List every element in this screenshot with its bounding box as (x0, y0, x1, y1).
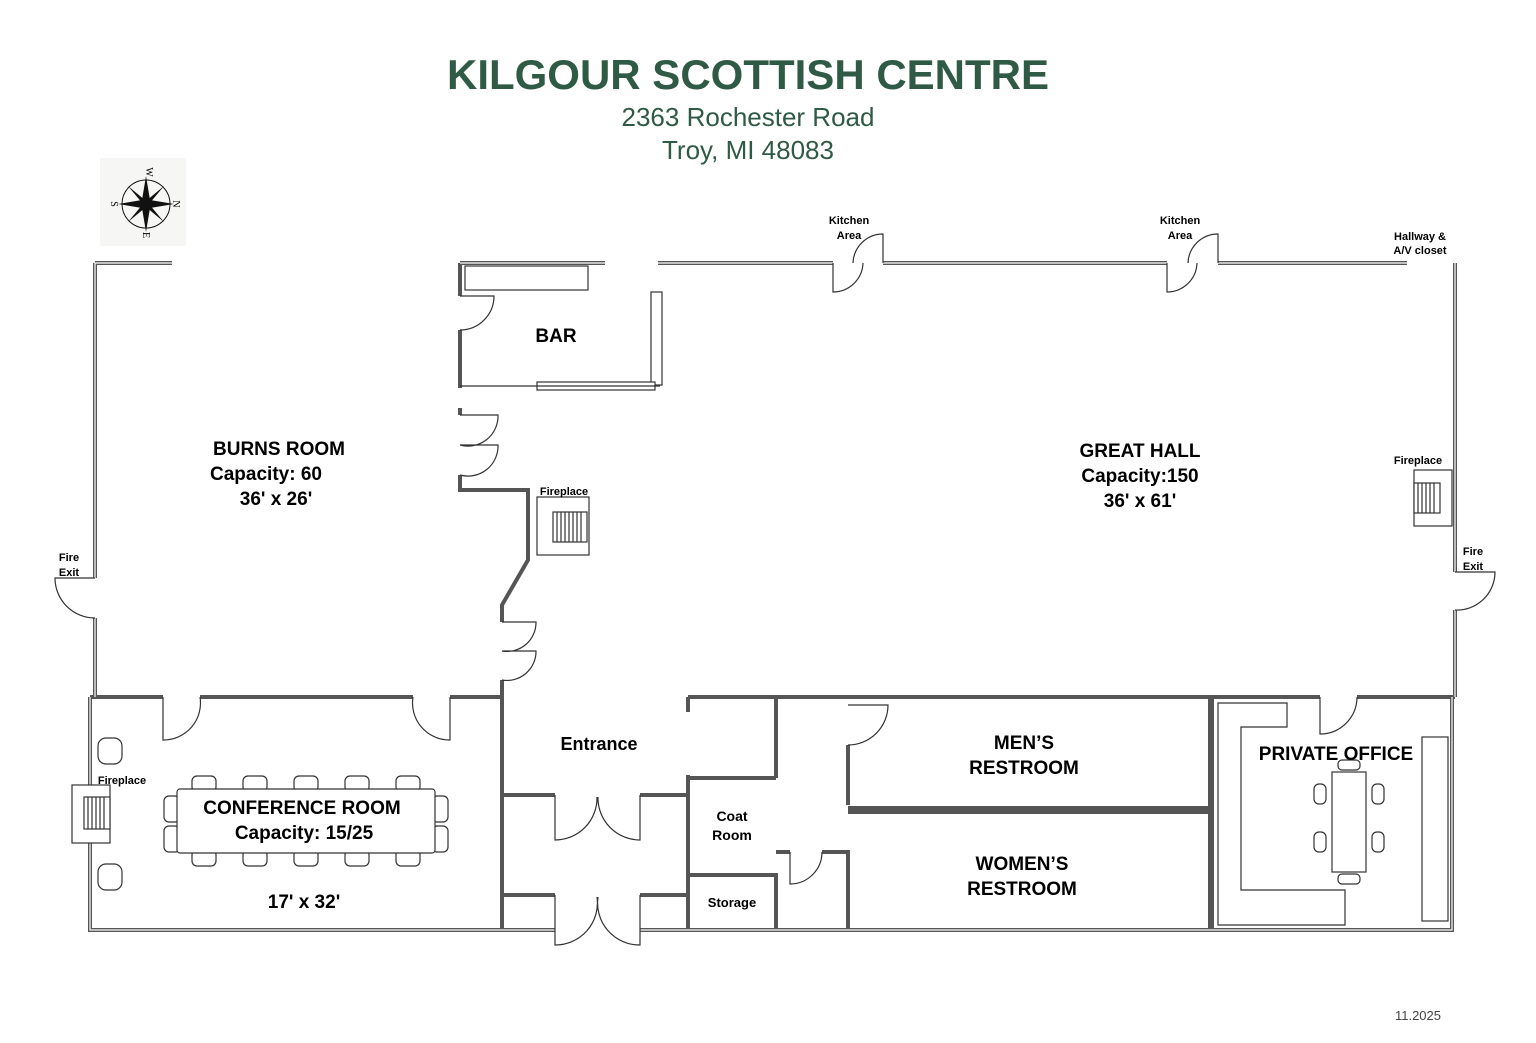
great-hall-label: GREAT HALL (1079, 441, 1200, 462)
great-hall-size: 36' x 61' (1104, 491, 1176, 512)
walls (88, 261, 1457, 932)
private-office-label: PRIVATE OFFICE (1259, 744, 1413, 765)
storage-label: Storage (708, 895, 756, 910)
hallway-label-1: Hallway & (1394, 231, 1446, 243)
doors (54, 233, 1496, 946)
fire-exit-right-label-2: Exit (1463, 561, 1484, 573)
fireplace-right-icon (1413, 469, 1453, 527)
address-line-2: Troy, MI 48083 (662, 135, 834, 165)
fire-exit-right-label-1: Fire (1463, 546, 1483, 558)
kitchen-area-1-label-1: Kitchen (829, 215, 870, 227)
office-furniture (1217, 702, 1449, 926)
compass-rose-icon: W N S E (100, 158, 186, 246)
fireplace-conference-icon (71, 784, 111, 844)
conference-table (97, 737, 449, 891)
revision-date: 11.2025 (1395, 1008, 1441, 1023)
coat-room-label-2: Room (712, 827, 752, 843)
mens-restroom-label-2: RESTROOM (969, 758, 1079, 779)
mens-restroom-label-1: MEN’S (994, 733, 1054, 754)
conference-room-size: 17' x 32' (268, 892, 340, 913)
great-hall-capacity: Capacity:150 (1081, 466, 1198, 487)
conference-room-capacity: Capacity: 15/25 (235, 823, 374, 844)
coat-room-label-1: Coat (716, 808, 747, 824)
fireplace-center-icon (536, 496, 590, 556)
burns-room-capacity: Capacity: 60 (210, 464, 322, 485)
burns-room-size: 36' x 26' (240, 489, 312, 510)
kitchen-area-2-label-1: Kitchen (1160, 215, 1201, 227)
fireplace-right-label: Fireplace (1394, 455, 1442, 467)
womens-restroom-label-1: WOMEN’S (976, 854, 1069, 875)
fireplace-center-label: Fireplace (540, 486, 588, 498)
kitchen-area-2-label-2: Area (1168, 230, 1193, 242)
compass-e: E (140, 232, 151, 238)
compass-s: S (108, 201, 119, 207)
bar-label: BAR (535, 326, 576, 347)
kitchen-area-1-label-2: Area (837, 230, 862, 242)
compass-w: W (143, 167, 154, 177)
fire-exit-left-label-2: Exit (59, 567, 80, 579)
hallway-label-2: A/V closet (1393, 245, 1447, 257)
address-line-1: 2363 Rochester Road (622, 102, 875, 132)
entrance-label: Entrance (560, 734, 637, 754)
womens-restroom-label-2: RESTROOM (967, 879, 1077, 900)
bar-counter (460, 265, 663, 391)
conference-room-label: CONFERENCE ROOM (203, 798, 400, 819)
fire-exit-left-label-1: Fire (59, 552, 79, 564)
burns-room-label: BURNS ROOM (213, 439, 345, 460)
fireplace-conference-label: Fireplace (98, 775, 146, 787)
venue-title: KILGOUR SCOTTISH CENTRE (447, 51, 1049, 98)
compass-n: N (170, 200, 181, 207)
